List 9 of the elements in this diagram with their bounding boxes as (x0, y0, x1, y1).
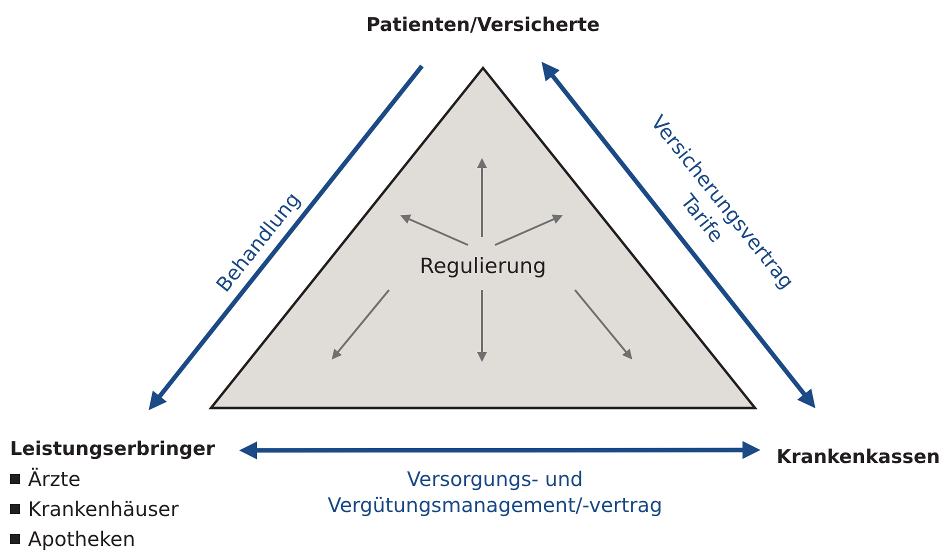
arrow (148, 64, 424, 410)
arrow (239, 441, 760, 460)
list-item: Ärzte (28, 467, 81, 491)
node-label: Regulierung (420, 254, 546, 278)
arrow (542, 62, 816, 408)
node-label: Patienten/Versicherte (343, 10, 623, 66)
list-item: Krankenhäuser (28, 497, 179, 521)
list-item: Apotheken (28, 527, 136, 551)
node-heading: Leistungserbringer (10, 437, 216, 462)
